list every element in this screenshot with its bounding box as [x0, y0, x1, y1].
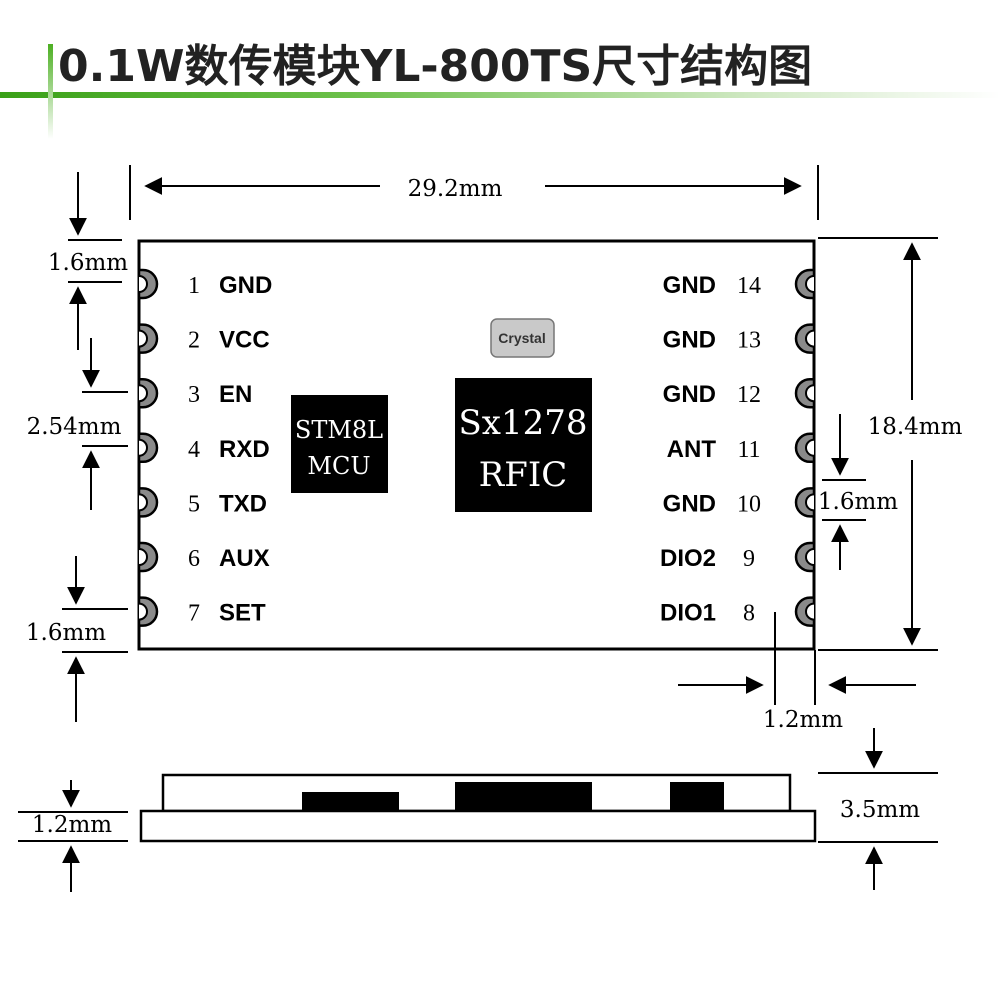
- pin-hole-left-5: [138, 493, 148, 512]
- width-dimension-label: 29.2mm: [408, 176, 503, 202]
- pad-width-label: 1.2mm: [763, 707, 843, 733]
- pin-label-right-14: GND: [663, 272, 716, 299]
- pin-number-right-12: 12: [737, 382, 761, 408]
- pin-hole-left-1: [138, 275, 148, 293]
- pin-hole-left-4: [138, 438, 148, 457]
- pin-hole-right-12: [805, 384, 815, 403]
- pin-number-right-14: 14: [737, 273, 761, 299]
- thickness-label: 3.5mm: [840, 797, 920, 823]
- pin-label-right-13: GND: [663, 327, 716, 354]
- crystal-component: [490, 318, 555, 358]
- pin-hole-right-14: [805, 275, 815, 293]
- mcu-label-line1: STM8L: [295, 416, 383, 444]
- pin-hole-left-2: [138, 329, 148, 348]
- pin-hole-left-7: [138, 602, 148, 621]
- pitch-label: 2.54mm: [27, 414, 122, 440]
- pin-label-left-5: TXD: [219, 490, 267, 517]
- pin-number-left-5: 5: [188, 491, 200, 517]
- pin-number-left-2: 2: [188, 328, 200, 354]
- pin-label-left-1: GND: [219, 272, 272, 299]
- pin-number-right-10: 10: [737, 491, 761, 517]
- pin-number-left-4: 4: [188, 437, 200, 463]
- pin-number-left-7: 7: [188, 601, 200, 627]
- rfic-label-line2: RFIC: [479, 455, 568, 495]
- pin-number-left-3: 3: [188, 382, 200, 408]
- pin-label-left-2: VCC: [219, 327, 270, 354]
- side-view-rfic: [455, 782, 592, 811]
- pin-number-right-9: 9: [743, 546, 755, 572]
- rfic-label-line1: Sx1278: [459, 403, 588, 443]
- pin-number-right-11: 11: [737, 437, 760, 463]
- left-pin-pads: [137, 268, 159, 627]
- pin-label-right-11: ANT: [667, 436, 717, 463]
- page-title: 0.1W数传模块YL-800TS尺寸结构图: [58, 41, 813, 92]
- pin-number-right-13: 13: [737, 328, 761, 354]
- pin-label-left-4: RXD: [219, 436, 270, 463]
- pin-label-left-7: SET: [219, 600, 266, 627]
- pin-hole-right-9: [805, 548, 815, 566]
- title-underline: [0, 92, 1000, 98]
- mcu-chip: [291, 395, 388, 493]
- right-pin-pads: [794, 268, 816, 627]
- left-pin-labels: 1 GND 2 VCC 3 EN 4 RXD 5 TXD 6 AUX 7 SET: [188, 272, 272, 627]
- pin-number-left-1: 1: [188, 273, 200, 299]
- pin-label-left-3: EN: [219, 381, 252, 408]
- rfic-chip: [455, 378, 592, 512]
- pin-label-right-10: GND: [663, 490, 716, 517]
- height-dimension-label: 18.4mm: [868, 414, 963, 440]
- pin-hole-right-13: [805, 329, 815, 348]
- pin-label-right-8: DIO1: [660, 600, 716, 627]
- title-accent-bar: [48, 44, 53, 139]
- pin-hole-right-11: [805, 438, 815, 457]
- crystal-label: Crystal: [498, 330, 545, 346]
- pin-label-right-9: DIO2: [660, 545, 716, 572]
- pin-hole-right-8: [805, 602, 815, 621]
- top-margin-label: 1.6mm: [48, 250, 128, 276]
- pin-number-left-6: 6: [188, 546, 200, 572]
- pin-hole-left-3: [138, 384, 148, 403]
- pin-hole-left-6: [138, 548, 148, 566]
- pcb-thickness-label: 1.2mm: [32, 812, 112, 838]
- right-gap-label: 1.6mm: [818, 489, 898, 515]
- pin-number-right-8: 8: [743, 601, 755, 627]
- side-view-pcb: [139, 809, 817, 843]
- mcu-label-line2: MCU: [307, 452, 370, 480]
- side-view-mcu: [302, 792, 399, 811]
- pin-label-left-6: AUX: [219, 545, 270, 572]
- bottom-margin-label: 1.6mm: [26, 620, 106, 646]
- side-view-component: [670, 782, 724, 811]
- pin-hole-right-10: [805, 493, 815, 512]
- pin-label-right-12: GND: [663, 381, 716, 408]
